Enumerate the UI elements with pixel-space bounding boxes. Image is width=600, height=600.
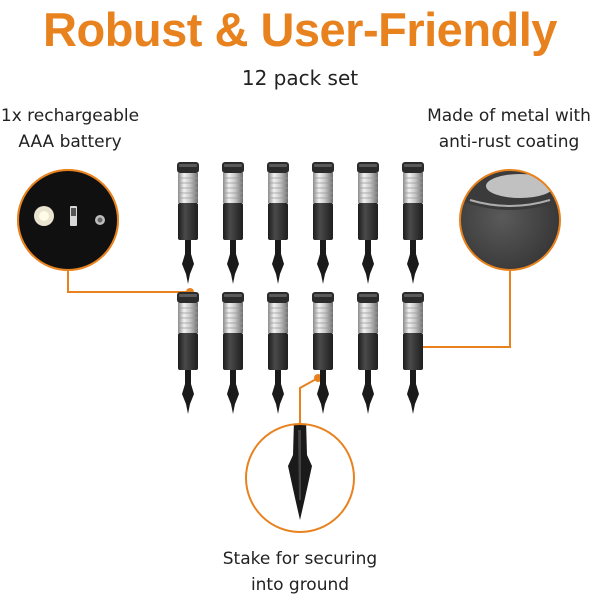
solar-stake-light [267, 162, 289, 284]
solar-stake-light [222, 162, 244, 284]
stake-callout-line1: Stake for securing [222, 549, 378, 569]
solar-stake-light [402, 292, 424, 414]
metal-detail-circle [459, 169, 561, 271]
solar-stake-light [402, 162, 424, 284]
battery-callout-line2: AAA battery [18, 132, 122, 152]
solar-stake-light [357, 162, 379, 284]
metal-callout-line1: Made of metal with [427, 106, 591, 126]
solar-stake-light [177, 292, 199, 414]
battery-detail-circle [17, 169, 119, 271]
metal-leader-line [412, 270, 511, 348]
pack-count-subtitle: 12 pack set [241, 66, 359, 90]
stake-detail-circle [245, 423, 355, 533]
battery-callout-label: 1x rechargeable AAA battery [0, 103, 140, 155]
callout-leader-lines [67, 270, 511, 424]
stake-leader-line [299, 377, 319, 424]
page-title: Robust & User-Friendly [43, 3, 557, 56]
stake-callout-line2: into ground [250, 575, 350, 595]
metal-callout-label: Made of metal with anti-rust coating [418, 103, 600, 155]
battery-callout-line1: 1x rechargeable [0, 106, 140, 126]
solar-stake-light [267, 292, 289, 414]
solar-stake-light [177, 162, 199, 284]
solar-stake-light [312, 292, 334, 414]
stake-callout-label: Stake for securing into ground [205, 546, 395, 598]
battery-leader-line [67, 270, 190, 293]
solar-stake-light [222, 292, 244, 414]
solar-stake-light [357, 292, 379, 414]
leader-endpoints [186, 288, 416, 382]
metal-callout-line2: anti-rust coating [438, 132, 580, 152]
solar-light-grid [177, 162, 424, 414]
solar-stake-light [312, 162, 334, 284]
